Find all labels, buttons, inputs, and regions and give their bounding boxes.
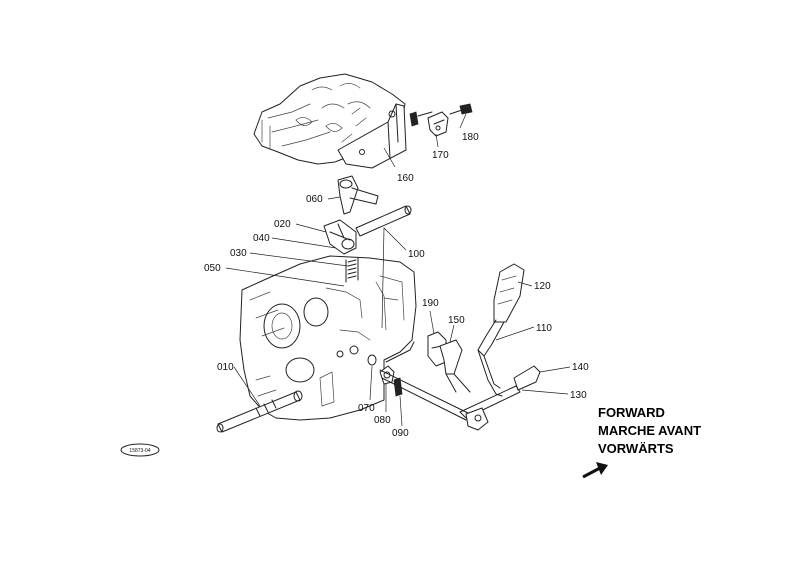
washer-part-070 xyxy=(367,354,377,366)
label-120: 120 xyxy=(534,281,551,292)
pedal-pad-part-120 xyxy=(493,263,525,323)
label-130: 130 xyxy=(570,390,587,401)
spring-part-030 xyxy=(345,257,359,283)
direction-line-vorwarts: VORWÄRTS xyxy=(598,441,674,456)
fork-part-020 xyxy=(323,219,357,255)
clamp-part-170 xyxy=(427,111,449,137)
label-010: 010 xyxy=(217,362,234,373)
label-180: 180 xyxy=(462,132,479,143)
label-140: 140 xyxy=(572,362,589,373)
label-030: 030 xyxy=(230,248,247,259)
label-050: 050 xyxy=(204,263,221,274)
forward-arrow-icon xyxy=(582,462,608,479)
label-110: 110 xyxy=(536,323,552,334)
direction-line-forward: FORWARD xyxy=(598,405,665,420)
label-090: 090 xyxy=(392,428,409,439)
linkage-rod xyxy=(379,341,471,421)
label-150: 150 xyxy=(448,315,465,326)
reference-code-badge: 15873-04 xyxy=(120,443,160,457)
label-160: 160 xyxy=(397,173,414,184)
leader-lines xyxy=(225,113,571,427)
grip-part-140 xyxy=(513,365,541,391)
label-070: 070 xyxy=(358,403,375,414)
label-170: 170 xyxy=(432,150,449,161)
label-020: 020 xyxy=(274,219,291,230)
bracket-part-150 xyxy=(439,339,471,393)
label-190: 190 xyxy=(422,298,439,309)
label-040: 040 xyxy=(253,233,270,244)
nut-part-080 xyxy=(379,365,395,385)
bolt-part-180 xyxy=(449,103,473,115)
shaft-part-010 xyxy=(216,390,303,433)
shaft-part-100 xyxy=(355,205,412,237)
label-060: 060 xyxy=(306,194,323,205)
transmission-case xyxy=(239,255,417,421)
reference-code: 15873-04 xyxy=(129,448,150,454)
bracket-part-160 xyxy=(337,103,433,169)
direction-line-marche-avant: MARCHE AVANT xyxy=(598,423,701,438)
pedal-arm-part-110 xyxy=(477,319,505,397)
label-100: 100 xyxy=(408,249,425,260)
label-080: 080 xyxy=(374,415,391,426)
shift-fork-part-060 xyxy=(337,175,379,215)
lever-part-130 xyxy=(459,385,521,431)
